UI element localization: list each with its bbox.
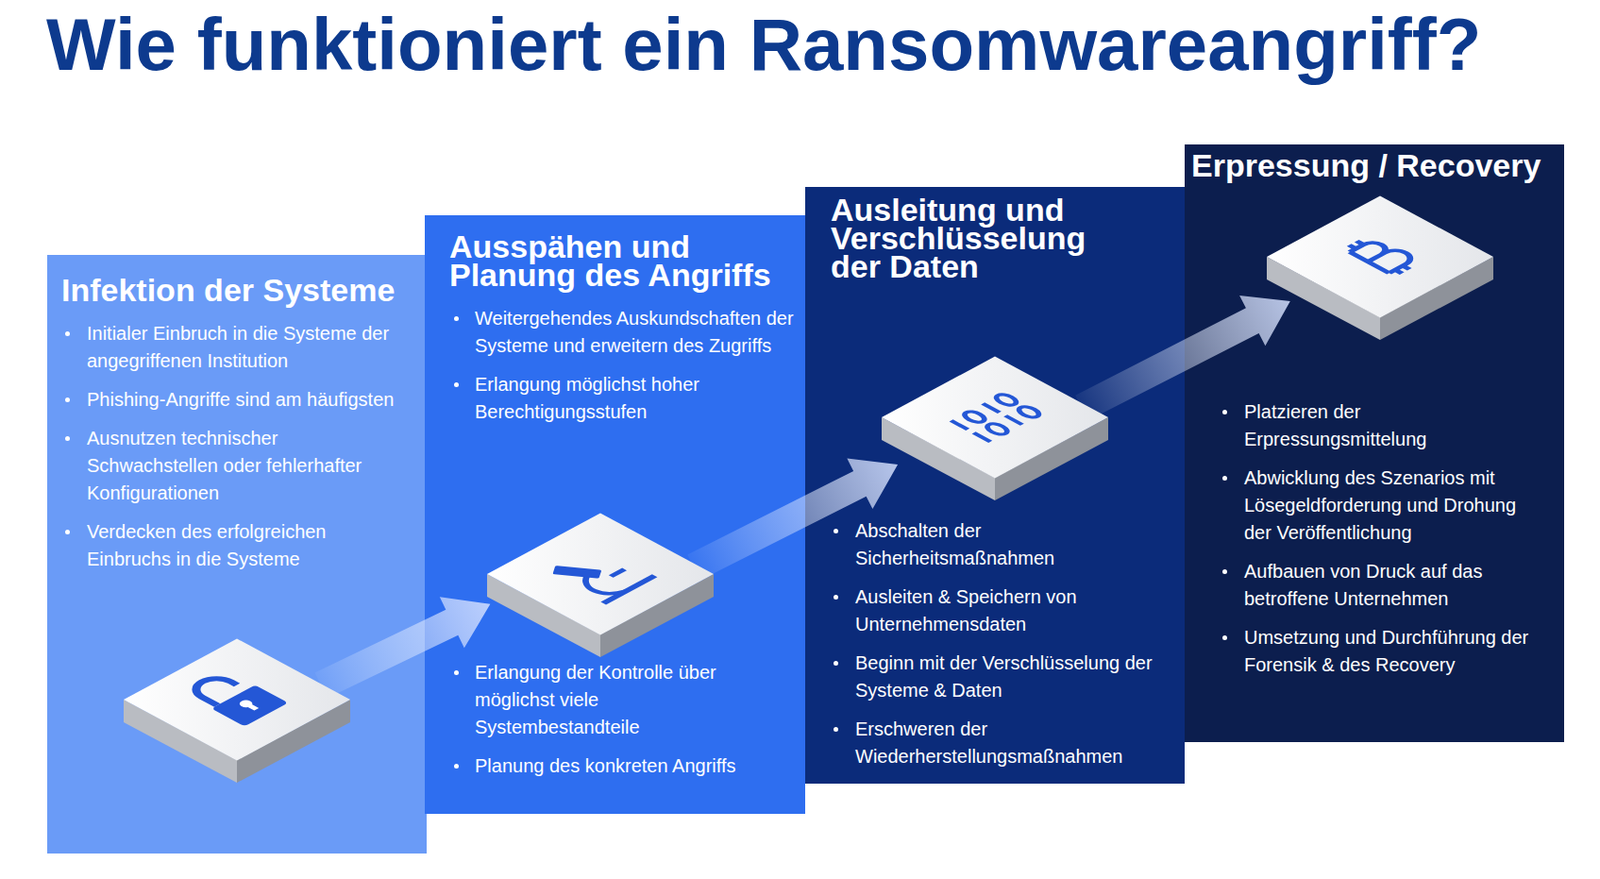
bullet-text: Verdecken des erfolgreichen Einbruchs in… xyxy=(86,518,399,573)
bullet-item: Planung des konkreten Angriffs xyxy=(454,752,801,780)
tile-side xyxy=(994,417,1109,501)
microscope-tile xyxy=(487,513,714,658)
bullet-list: Initialer Einbruch in die Systeme der an… xyxy=(65,320,399,585)
binary-zero xyxy=(1015,404,1044,420)
binary-icon xyxy=(951,392,1044,442)
lock-shackle xyxy=(187,673,247,706)
bullet-item: Ausnutzen technischer Schwachstellen ode… xyxy=(65,424,399,507)
bullet-text: Ausleiten & Speichern von Unternehmensda… xyxy=(855,583,1163,639)
heading-box: Ausspähen und Planung des Angriffs xyxy=(449,232,799,289)
binary-tile xyxy=(881,356,1109,502)
tile-top-face xyxy=(1266,196,1494,319)
binary-one xyxy=(982,403,1000,412)
tile-side xyxy=(236,699,351,783)
tile-side xyxy=(881,417,995,501)
bitcoin-icon xyxy=(1343,233,1424,277)
binary-zero xyxy=(960,409,989,424)
lock-keyhole xyxy=(245,703,259,711)
diagram-title: Wie funktioniert ein Ransomwareangriff? xyxy=(46,7,1482,82)
bullet-text: Ausnutzen technischer Schwachstellen ode… xyxy=(86,424,399,507)
phase-panel: Infektion der SystemeInitialer Einbruch … xyxy=(47,254,427,854)
tile-top xyxy=(123,639,351,761)
tile-top-face xyxy=(487,513,714,636)
bullet-text: Umsetzung und Durchführung der Forensik … xyxy=(1244,623,1547,679)
bullet-item: Platzieren der Erpressungsmittelung xyxy=(1222,398,1547,454)
bullet-text: Abwicklung des Szenarios mit Lösegeldfor… xyxy=(1244,464,1530,547)
bullet-item: Ausleiten & Speichern von Unternehmensda… xyxy=(833,583,1163,639)
bitcoin-tile xyxy=(1266,196,1494,341)
bullet-item: Phishing-Angriffe sind am häufigsten xyxy=(65,386,399,414)
tile-side xyxy=(487,573,601,657)
bullet-text: Planung des konkreten Angriffs xyxy=(474,752,801,780)
binary-one xyxy=(1005,415,1023,424)
bullet-item: Umsetzung und Durchführung der Forensik … xyxy=(1222,623,1547,679)
bullet-text: Phishing-Angriffe sind am häufigsten xyxy=(86,386,399,414)
phase-heading: Erpressung / Recovery xyxy=(1191,151,1562,181)
tile-top-face xyxy=(881,356,1109,479)
bullet-item: Erschweren der Wiederherstellungsmaßnahm… xyxy=(833,715,1163,771)
bullet-item: Aufbauen von Druck auf das betroffene Un… xyxy=(1222,557,1547,613)
tile-top xyxy=(1266,196,1494,319)
tile-side xyxy=(1266,256,1381,340)
bullet-list: Erlangung der Kontrolle über möglichst v… xyxy=(454,658,801,792)
bullet-item: Erlangung möglichst hoher Berechtigungss… xyxy=(454,370,801,426)
binary-one xyxy=(974,432,992,441)
phase-heading: Ausspähen und Planung des Angriffs xyxy=(449,232,799,289)
bullet-text: Weitergehendes Auskundschaften der Syste… xyxy=(474,304,801,360)
binary-zero xyxy=(993,392,1021,407)
phase-heading: Infektion der Systeme xyxy=(61,275,425,305)
flow-arrow xyxy=(1068,275,1303,433)
title-box: Wie funktioniert ein Ransomwareangriff? xyxy=(46,7,1482,82)
microscope-base xyxy=(603,575,655,604)
tile-side xyxy=(1380,256,1494,340)
bullet-item: Abwicklung des Szenarios mit Lösegeldfor… xyxy=(1222,464,1547,547)
bullet-item: Beginn mit der Verschlüsselung der Syste… xyxy=(833,649,1163,705)
lock-body xyxy=(211,685,289,727)
tile-side xyxy=(123,699,237,783)
tile-top xyxy=(487,513,714,636)
bullet-item: Erlangung der Kontrolle über möglichst v… xyxy=(454,658,801,742)
tile-top-face xyxy=(123,639,351,761)
lock-keyhole xyxy=(236,698,255,708)
flow-arrow xyxy=(308,578,503,711)
bullet-item: Weitergehendes Auskundschaften der Syste… xyxy=(454,304,801,360)
heading-box: Infektion der Systeme xyxy=(61,275,425,305)
bullet-item: Initialer Einbruch in die Systeme der an… xyxy=(65,320,399,375)
phase-heading: Ausleitung und Verschlüsselung der Daten xyxy=(830,195,1114,281)
bullet-list: Platzieren der ErpressungsmittelungAbwic… xyxy=(1222,398,1547,691)
binary-zero xyxy=(983,421,1011,437)
binary-one xyxy=(951,420,969,429)
bullet-text: Platzieren der Erpressungsmittelung xyxy=(1244,398,1547,454)
bullet-item: Verdecken des erfolgreichen Einbruchs in… xyxy=(65,518,399,573)
lock-tile xyxy=(123,639,351,784)
arrow-shape xyxy=(680,438,910,593)
microscope-arm xyxy=(576,572,626,600)
bullet-text: Erlangung der Kontrolle über möglichst v… xyxy=(474,658,758,742)
tile-side xyxy=(600,573,714,657)
bullet-item: Abschalten der Sicherheitsmaßnahmen xyxy=(833,517,1163,573)
flow-arrow xyxy=(680,438,910,593)
bullet-text: Erlangung möglichst hoher Berechtigungss… xyxy=(474,370,801,426)
bullet-text: Initialer Einbruch in die Systeme der an… xyxy=(86,320,399,375)
bullet-text: Erschweren der Wiederherstellungsmaßnahm… xyxy=(855,715,1163,771)
microscope-tube xyxy=(552,565,602,579)
heading-box: Erpressung / Recovery xyxy=(1191,151,1562,181)
arrow-shape xyxy=(1068,275,1303,433)
microscope-stage xyxy=(610,569,624,577)
arrow-shape xyxy=(308,578,503,711)
bullet-text: Abschalten der Sicherheitsmaßnahmen xyxy=(855,517,1163,573)
bullet-list: Weitergehendes Auskundschaften der Syste… xyxy=(454,304,801,438)
heading-box: Ausleitung und Verschlüsselung der Daten xyxy=(830,195,1114,281)
bullet-text: Aufbauen von Druck auf das betroffene Un… xyxy=(1244,557,1547,613)
phase-panel: Erpressung / RecoveryPlatzieren der Erpr… xyxy=(1184,144,1565,742)
bullet-text: Beginn mit der Verschlüsselung der Syste… xyxy=(855,649,1163,705)
phase-panel: Ausleitung und Verschlüsselung der Daten… xyxy=(805,186,1185,784)
phase-panel: Ausspähen und Planung des AngriffsWeiter… xyxy=(424,215,806,814)
bullet-list: Abschalten der SicherheitsmaßnahmenAusle… xyxy=(833,517,1163,782)
tile-top xyxy=(881,356,1109,479)
